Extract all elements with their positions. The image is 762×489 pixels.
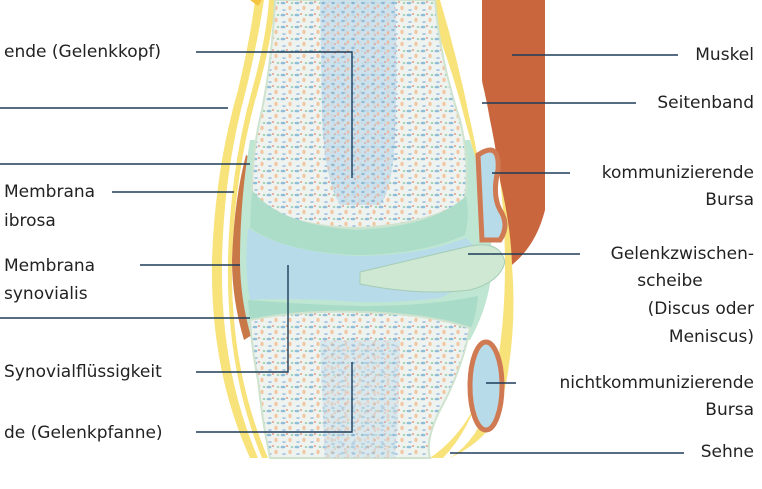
label-gelenkzwischen-1: Gelenkzwischen- — [611, 243, 754, 265]
label-membrana-synovialis-2: synovialis — [4, 283, 88, 305]
label-seitenband: Seitenband — [657, 92, 754, 114]
label-membrana-fibrosa-2: ibrosa — [4, 210, 56, 232]
label-sehne: Sehne — [701, 441, 754, 463]
label-synovialflussigkeit: Synovialflüssigkeit — [4, 361, 162, 383]
label-nichtkomm-1: nichtkommunizierende — [559, 372, 754, 394]
label-muskel: Muskel — [695, 44, 754, 66]
label-gelenkkopf: ende (Gelenkkopf) — [4, 41, 161, 63]
label-nichtkomm-2: Bursa — [705, 399, 754, 421]
label-gelenkzwischen-3: (Discus oder — [648, 298, 754, 320]
label-komm-bursa-1: kommunizierende — [602, 162, 754, 184]
label-gelenkpfanne: de (Gelenkpfanne) — [4, 422, 163, 444]
label-membrana-fibrosa-1: Membrana — [4, 181, 95, 203]
noncommunicating-bursa-shape — [470, 342, 502, 430]
label-gelenkzwischen-2: scheibe — [586, 270, 754, 292]
label-membrana-synovialis-1: Membrana — [4, 255, 95, 277]
label-komm-bursa-2: Bursa — [705, 189, 754, 211]
label-gelenkzwischen-4: Meniscus) — [669, 326, 754, 348]
